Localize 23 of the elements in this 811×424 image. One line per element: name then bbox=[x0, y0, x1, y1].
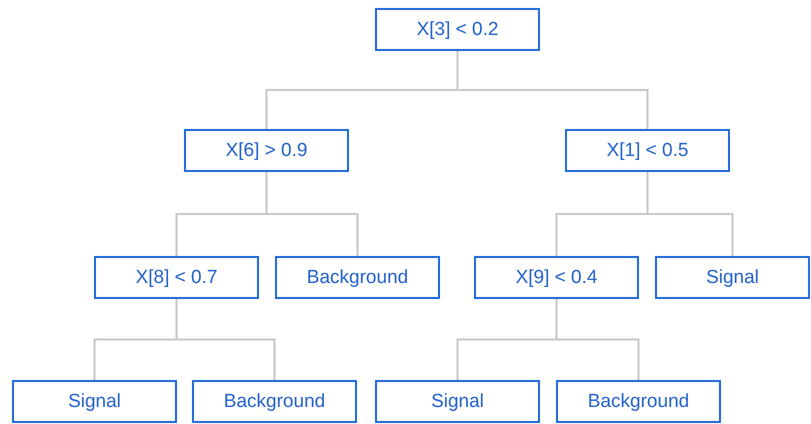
tree-node-box bbox=[474, 256, 639, 299]
tree-node-box bbox=[184, 129, 349, 172]
tree-node-box bbox=[375, 8, 540, 51]
tree-node-box bbox=[94, 256, 259, 299]
node-label: X[8] < 0.7 bbox=[136, 266, 218, 288]
tree-node-box bbox=[375, 380, 540, 423]
connector-line bbox=[456, 51, 648, 129]
node-label: Signal bbox=[706, 266, 759, 288]
tree-node-box bbox=[192, 380, 357, 423]
node-label: Signal bbox=[431, 390, 484, 412]
node-label: Signal bbox=[68, 390, 121, 412]
node-label: X[1] < 0.5 bbox=[606, 140, 688, 162]
node-label: Background bbox=[306, 266, 408, 288]
tree-node-box bbox=[565, 129, 730, 172]
tree-node-box bbox=[556, 380, 721, 423]
node-label: Background bbox=[224, 390, 326, 412]
node-label: X[6] > 0.9 bbox=[226, 140, 308, 162]
node-label: Background bbox=[588, 390, 690, 412]
tree-node-box bbox=[275, 256, 440, 299]
node-label: X[9] < 0.4 bbox=[516, 266, 598, 288]
tree-node-box bbox=[655, 256, 810, 299]
node-label: X[3] < 0.2 bbox=[416, 18, 498, 40]
tree-node-box bbox=[12, 380, 177, 423]
